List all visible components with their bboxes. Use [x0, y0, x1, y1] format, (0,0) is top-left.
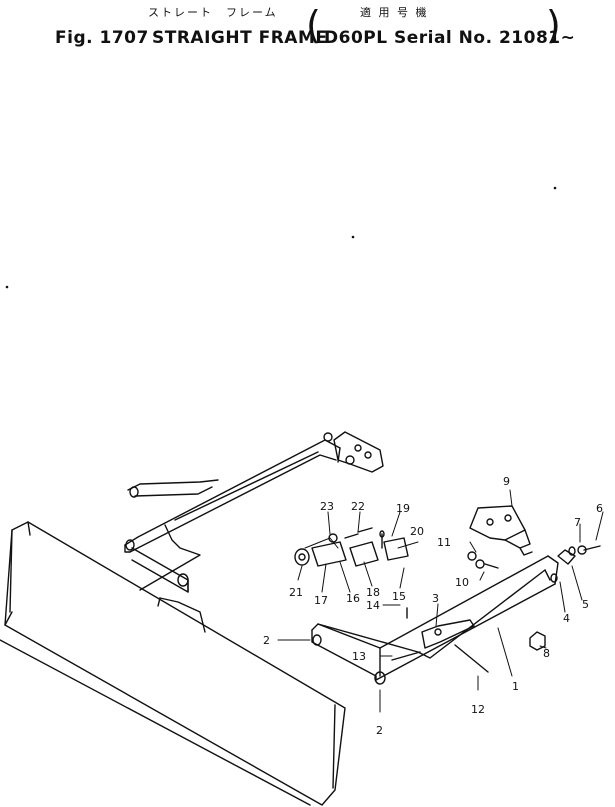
trunnion-bracket-9 [469, 505, 533, 556]
callout-15: 15 [392, 590, 406, 603]
callout-3: 3 [432, 592, 439, 605]
applicable-serial-japanese: 適 用 号 機 [360, 6, 429, 19]
callout-10: 10 [455, 576, 469, 589]
dozer-blade [0, 521, 346, 806]
callout-22: 22 [351, 500, 365, 513]
callout-17: 17 [314, 594, 328, 607]
callout-14: 14 [366, 599, 380, 612]
callout-2b: 2 [376, 724, 383, 737]
paren-close: ) [546, 3, 561, 47]
callout-11: 11 [437, 536, 451, 549]
callout-21: 21 [289, 586, 303, 599]
callout-5: 5 [582, 598, 589, 611]
callout-8: 8 [543, 647, 550, 660]
callout-9: 9 [503, 475, 510, 488]
frame-right-arm [311, 555, 559, 685]
callout-4: 4 [563, 612, 570, 625]
callout-20: 20 [410, 525, 424, 538]
frame-left-arm [124, 431, 384, 593]
figure-number: Fig. 1707 [55, 28, 149, 48]
leader-lines [277, 489, 604, 713]
callout-6: 6 [596, 502, 603, 515]
title-japanese: ストレート フレーム [148, 6, 278, 19]
callout-7: 7 [574, 516, 581, 529]
paren-open: ( [306, 3, 321, 47]
model-serial: D60PL Serial No. 21081~ [324, 28, 576, 48]
callout-19: 19 [396, 502, 410, 515]
callout-23: 23 [320, 500, 334, 513]
callout-13: 13 [352, 650, 366, 663]
callout-1: 1 [512, 680, 519, 693]
part-name: STRAIGHT FRAME [152, 28, 328, 48]
callout-16: 16 [346, 592, 360, 605]
callout-2: 2 [263, 634, 270, 647]
callout-18: 18 [366, 586, 380, 599]
callout-12: 12 [471, 703, 485, 716]
callout-labels: 1 2 2 3 4 5 6 7 8 9 10 11 12 13 14 15 16… [263, 475, 603, 737]
small-parts [294, 527, 601, 673]
